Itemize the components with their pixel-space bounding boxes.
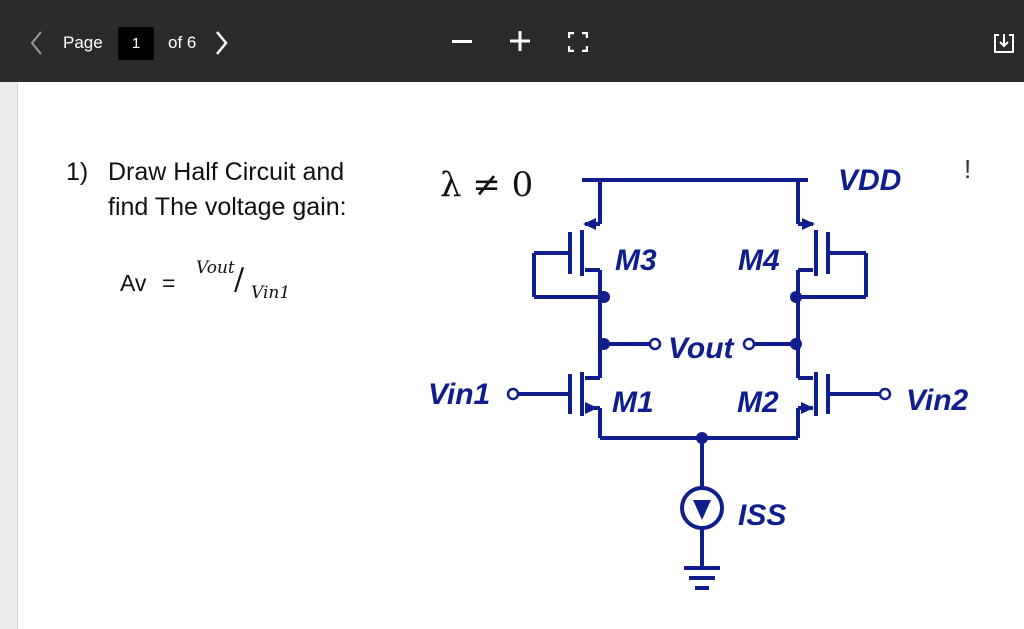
chevron-left-icon[interactable]: [26, 28, 48, 58]
iss-label: ISS: [738, 499, 786, 532]
zoom-in-icon[interactable]: [509, 30, 531, 52]
page-label: Page: [63, 33, 103, 52]
page-left-margin: [0, 82, 18, 629]
page-count-label: of 6: [168, 33, 197, 52]
vout-label: Vout: [668, 332, 736, 365]
chevron-right-icon[interactable]: [210, 28, 232, 58]
exclamation-mark: !: [964, 154, 972, 184]
vdd-label: VDD: [838, 164, 901, 197]
page-number-input[interactable]: 1: [118, 27, 154, 60]
m2-label: M2: [737, 386, 779, 419]
gain-slash: /: [234, 262, 245, 297]
m4-label: M4: [738, 244, 780, 277]
question-number: 1): [66, 158, 89, 186]
vin2-label: Vin2: [906, 384, 969, 417]
question-text-line1: Draw Half Circuit and: [108, 158, 345, 186]
download-icon[interactable]: [993, 32, 1015, 54]
m1-label: M1: [612, 386, 654, 419]
equals-sign: =: [162, 270, 176, 296]
gain-numerator: Vout: [196, 258, 235, 278]
vin1-label: Vin1: [428, 378, 490, 411]
document-page: [18, 82, 1024, 629]
lambda-condition: λ ≠ 0: [440, 165, 533, 205]
question-text-line2: find The voltage gain:: [108, 193, 347, 221]
gain-label: Av: [120, 270, 147, 296]
gain-denominator: Vin1: [251, 283, 291, 303]
m3-label: M3: [615, 244, 657, 277]
viewer-toolbar: Page 1 of 6: [0, 0, 1024, 82]
zoom-out-icon[interactable]: [452, 40, 472, 43]
fit-to-page-icon[interactable]: [568, 32, 588, 52]
